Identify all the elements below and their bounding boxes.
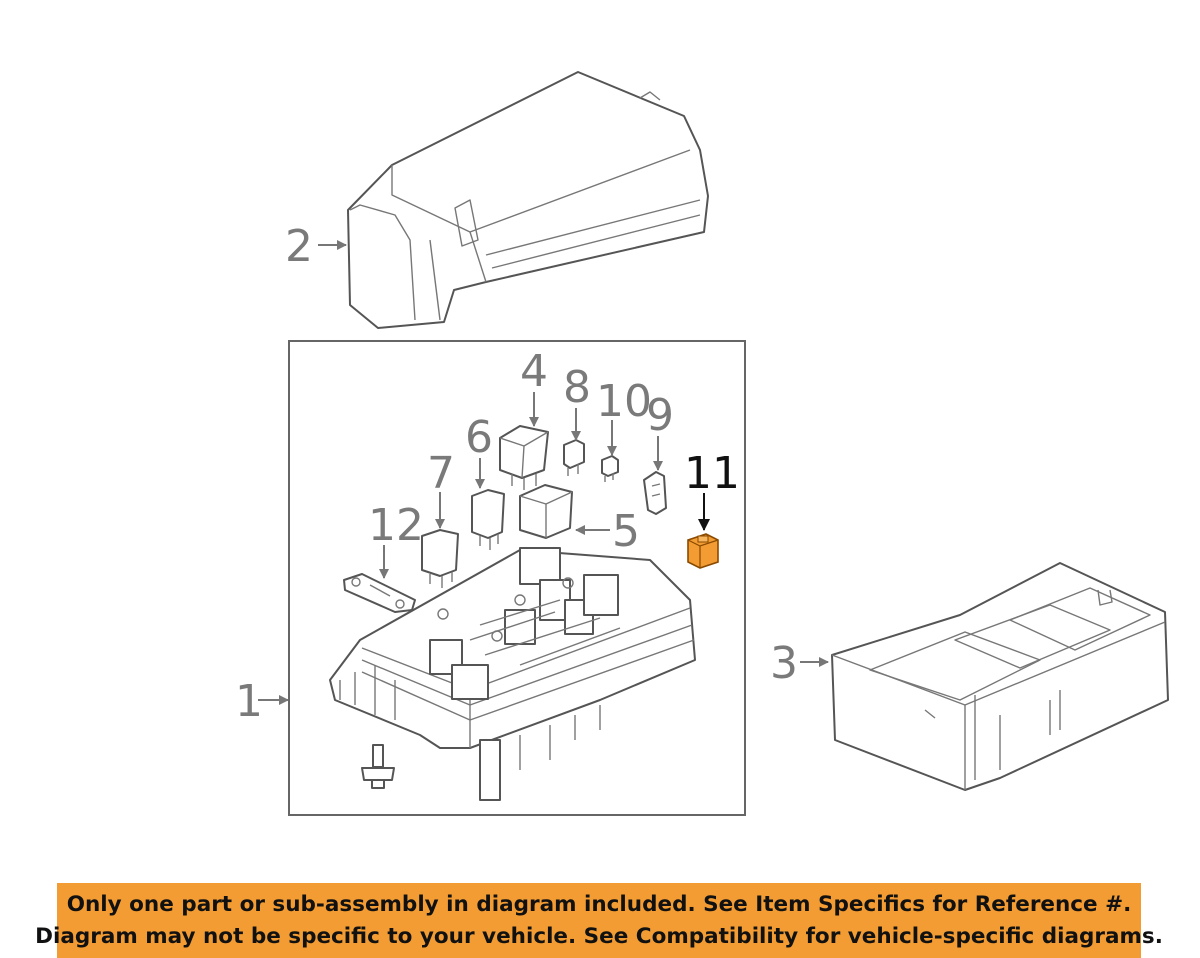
- leader-arrows: [258, 240, 829, 705]
- disclaimer-line-2: Diagram may not be specific to your vehi…: [35, 923, 1163, 949]
- disclaimer-line-1: Only one part or sub-assembly in diagram…: [66, 891, 1132, 917]
- callout-12: 12: [368, 500, 424, 551]
- callout-3: 3: [770, 638, 798, 689]
- callout-9: 9: [646, 390, 674, 441]
- fuse-box-body: [329, 547, 696, 801]
- callout-1: 1: [235, 676, 263, 727]
- fuse-clip-9: [643, 471, 667, 515]
- mini-fuse-10: [601, 455, 619, 482]
- mini-fuse-8: [563, 439, 585, 476]
- bolt: [361, 744, 395, 789]
- cartridge-fuse-11: [687, 533, 719, 569]
- callout-11: 11: [684, 448, 740, 499]
- lower-tray: [831, 562, 1169, 791]
- callout-8: 8: [563, 362, 591, 413]
- disclaimer-banner: Only one part or sub-assembly in diagram…: [35, 883, 1163, 958]
- callout-4: 4: [520, 346, 548, 397]
- callout-10: 10: [596, 376, 652, 427]
- relay-7: [421, 529, 459, 588]
- relay-6: [471, 489, 505, 550]
- relay-5: [519, 484, 573, 539]
- assembly-frame: [288, 340, 746, 816]
- fuse-box-cover: [347, 71, 709, 329]
- fuse-link-12: [343, 573, 416, 613]
- relay-4: [499, 425, 549, 490]
- callout-5: 5: [612, 506, 640, 557]
- callout-2: 2: [285, 221, 313, 272]
- callout-6: 6: [465, 412, 493, 463]
- callout-7: 7: [427, 448, 455, 499]
